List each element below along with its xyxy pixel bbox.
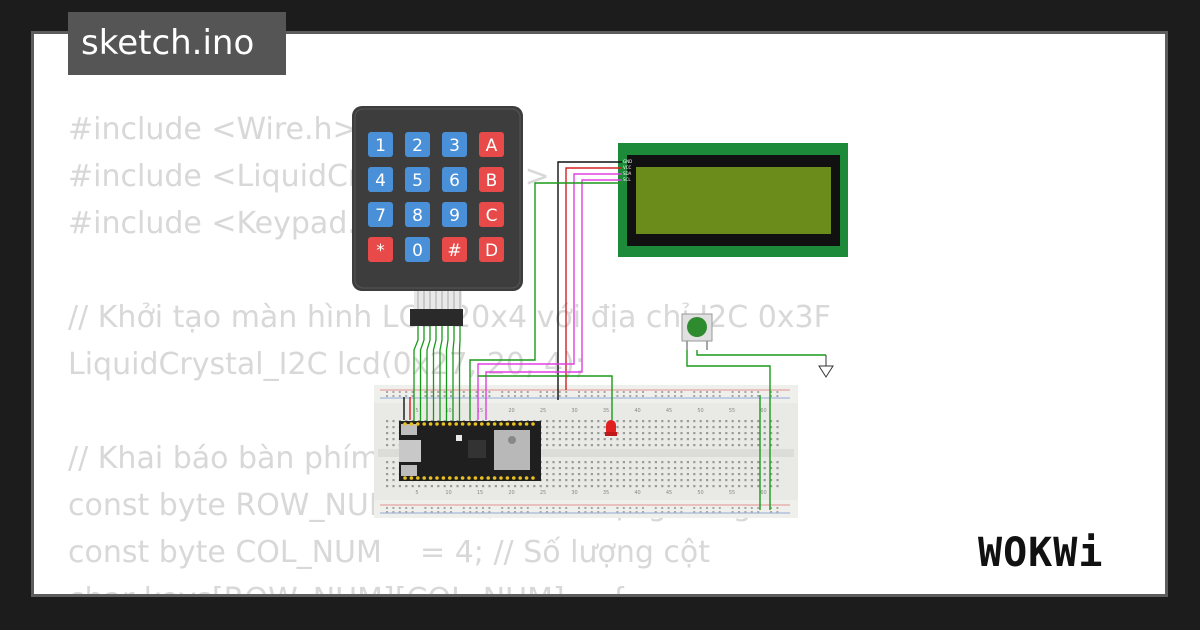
keypad-key-label: 1 [375, 136, 386, 156]
keypad-key[interactable]: 9 [442, 202, 467, 227]
lcd-pin-label: GND [623, 159, 632, 164]
keypad-key-label: 5 [412, 171, 423, 191]
lcd-pin-label: VCC [623, 165, 632, 170]
push-button[interactable] [681, 313, 713, 350]
keypad-key[interactable]: B [479, 167, 504, 192]
keypad-key[interactable]: 5 [405, 167, 430, 192]
breadboard-col-number: 55 [729, 408, 735, 414]
breadboard-col-number: 25 [540, 490, 546, 496]
keypad-key[interactable]: 6 [442, 167, 467, 192]
keypad-key-label: B [486, 171, 498, 191]
lcd-pin-label: SCL [623, 177, 631, 182]
code-line: // Khai báo bàn phím [68, 441, 380, 476]
keypad-key-label: 9 [449, 206, 460, 226]
keypad-key-label: 8 [412, 206, 423, 226]
keypad-key-label: 2 [412, 136, 423, 156]
keypad-key-label: D [485, 241, 498, 261]
breadboard-col-number: 15 [477, 408, 483, 414]
breadboard-col-number: 15 [477, 490, 483, 496]
breadboard-col-number: 50 [697, 408, 703, 414]
breadboard-col-number: 35 [603, 490, 609, 496]
red-led [605, 420, 617, 436]
keypad-key-label: C [486, 206, 498, 226]
breadboard-col-number: 40 [634, 408, 640, 414]
code-line: const byte COL_NUM = 4; // Số lượng cột [68, 535, 711, 570]
breadboard-col-number: 60 [760, 490, 766, 496]
keypad-key[interactable]: C [479, 202, 504, 227]
breadboard-col-number: 20 [508, 408, 514, 414]
code-line: #include <Wire.h> [68, 112, 358, 147]
keypad[interactable]: 1 2 3 A 4 5 6 B 7 8 9 C * 0 # D [352, 106, 523, 326]
breadboard-col-number: 10 [445, 408, 451, 414]
code-line: char keys[ROW_NUM][COL_NUM] = { [68, 576, 831, 594]
breadboard-col-number: 50 [697, 490, 703, 496]
keypad-key[interactable]: * [368, 237, 393, 262]
keypad-key[interactable]: 8 [405, 202, 430, 227]
ground-symbol [818, 355, 834, 378]
breadboard-col-number: 30 [571, 408, 577, 414]
keypad-key[interactable]: 2 [405, 132, 430, 157]
keypad-key-label: 6 [449, 171, 460, 191]
keypad-key[interactable]: A [479, 132, 504, 157]
keypad-key[interactable]: 7 [368, 202, 393, 227]
code-line: LiquidCrystal_I2C lcd(0x27, 20, 4); [68, 347, 585, 382]
file-title: sketch.ino [68, 12, 286, 75]
keypad-key[interactable]: 1 [368, 132, 393, 157]
keypad-key[interactable]: 4 [368, 167, 393, 192]
keypad-key[interactable]: 0 [405, 237, 430, 262]
logo-text: WOKWi [978, 530, 1103, 576]
breadboard-col-number: 5 [415, 490, 418, 496]
breadboard-col-number: 10 [445, 490, 451, 496]
keypad-key[interactable]: 3 [442, 132, 467, 157]
keypad-key-label: # [447, 241, 461, 261]
keypad-key-label: A [486, 136, 498, 156]
keypad-key-label: 7 [375, 206, 386, 226]
breadboard-col-number: 45 [666, 490, 672, 496]
breadboard-col-number: 35 [603, 408, 609, 414]
esp32-board [399, 421, 541, 481]
breadboard-col-number: 60 [760, 408, 766, 414]
breadboard-col-number: 55 [729, 490, 735, 496]
keypad-wires [413, 326, 461, 422]
breadboard-col-number: 30 [571, 490, 577, 496]
breadboard-col-number: 45 [666, 408, 672, 414]
breadboard-col-number: 5 [415, 408, 418, 414]
breadboard-col-number: 20 [508, 490, 514, 496]
keypad-key[interactable]: D [479, 237, 504, 262]
breadboard-col-number: 40 [634, 490, 640, 496]
keypad-key-label: 0 [412, 241, 423, 261]
wokwi-logo: WOKWi [978, 530, 1103, 576]
keypad-key[interactable]: # [442, 237, 467, 262]
keypad-key-label: * [376, 241, 385, 261]
keypad-key-label: 4 [375, 171, 386, 191]
breadboard-col-number: 25 [540, 408, 546, 414]
keypad-key-label: 3 [449, 136, 460, 156]
wires [403, 161, 826, 510]
lcd-pin-label: SDA [623, 171, 632, 176]
